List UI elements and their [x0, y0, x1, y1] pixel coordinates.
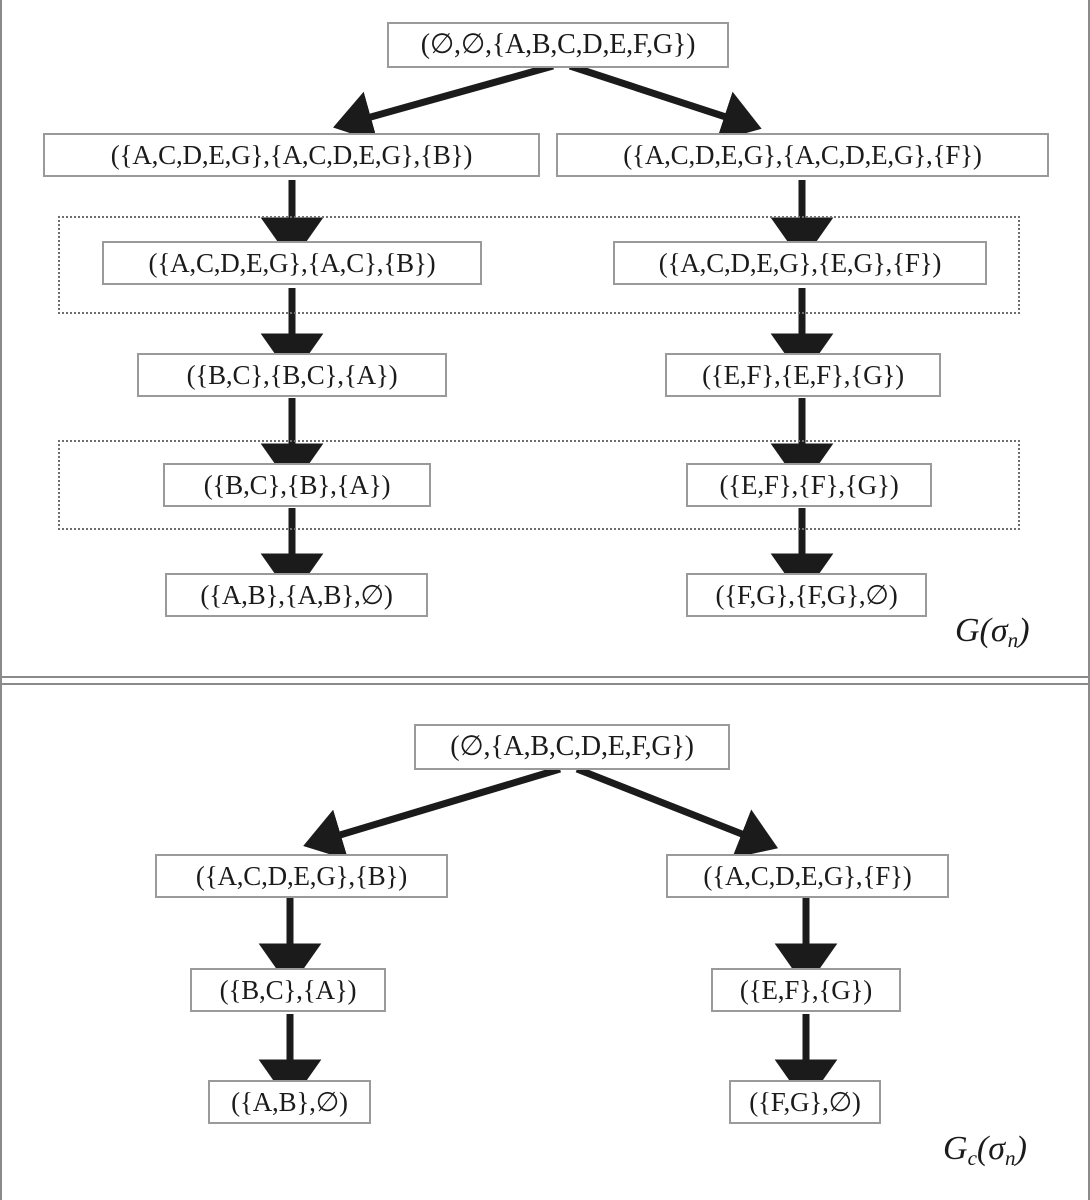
caption-top-subscript: n — [1007, 627, 1019, 652]
node-bottom-left-l4: ({A,B},∅) — [208, 1080, 371, 1124]
caption-bottom-panel: Gc(σn) — [943, 1130, 1027, 1171]
edge-top-root-to-left — [333, 62, 554, 143]
node-top-right-l5: ({E,F},{F},{G}) — [686, 463, 932, 507]
node-top-root: (∅,∅,{A,B,C,D,E,F,G}) — [387, 22, 729, 68]
node-bottom-left-l3: ({B,C},{A}) — [190, 968, 386, 1012]
caption-top-main: G(σ — [955, 612, 1008, 649]
node-bottom-left-l2: ({A,C,D,E,G},{B}) — [155, 854, 448, 898]
node-top-left-l4: ({B,C},{B,C},{A}) — [137, 353, 447, 397]
node-top-right-l6: ({F,G},{F,G},∅) — [686, 573, 927, 617]
node-bottom-right-l4: ({F,G},∅) — [729, 1080, 881, 1124]
node-top-right-l4: ({E,F},{E,F},{G}) — [665, 353, 941, 397]
caption-bottom-tail-2: ) — [1015, 1130, 1027, 1167]
edge-bottom-root-to-right — [575, 765, 779, 859]
node-top-left-l3: ({A,C,D,E,G},{A,C},{B}) — [102, 241, 482, 285]
caption-bottom-subscript: c — [967, 1145, 977, 1170]
node-top-left-l2: ({A,C,D,E,G},{A,C,D,E,G},{B}) — [43, 133, 540, 177]
page-frame-right — [1088, 0, 1090, 1200]
node-top-left-l6: ({A,B},{A,B},∅) — [165, 573, 428, 617]
panel-divider-line-1 — [0, 676, 1090, 678]
caption-top-tail: ) — [1018, 612, 1030, 649]
node-top-right-l3: ({A,C,D,E,G},{E,G},{F}) — [613, 241, 987, 285]
edge-bottom-root-to-left — [303, 765, 562, 860]
node-top-right-l2: ({A,C,D,E,G},{A,C,D,E,G},{F}) — [556, 133, 1049, 177]
node-bottom-right-l3: ({E,F},{G}) — [711, 968, 901, 1012]
node-bottom-right-l2: ({A,C,D,E,G},{F}) — [666, 854, 949, 898]
edge-top-root-to-right — [568, 62, 762, 142]
dotted-group-top-first — [58, 216, 1020, 314]
node-top-left-l5: ({B,C},{B},{A}) — [163, 463, 431, 507]
panel-divider-line-2 — [0, 683, 1090, 685]
caption-bottom-subscript-2: n — [1005, 1145, 1016, 1170]
caption-top-panel: G(σn) — [955, 612, 1030, 653]
dotted-group-top-second — [58, 440, 1020, 530]
node-bottom-root: (∅,{A,B,C,D,E,F,G}) — [414, 724, 730, 770]
caption-bottom-main: G — [943, 1130, 968, 1167]
page-frame-left — [0, 0, 2, 1200]
caption-bottom-tail: (σ — [976, 1130, 1006, 1167]
